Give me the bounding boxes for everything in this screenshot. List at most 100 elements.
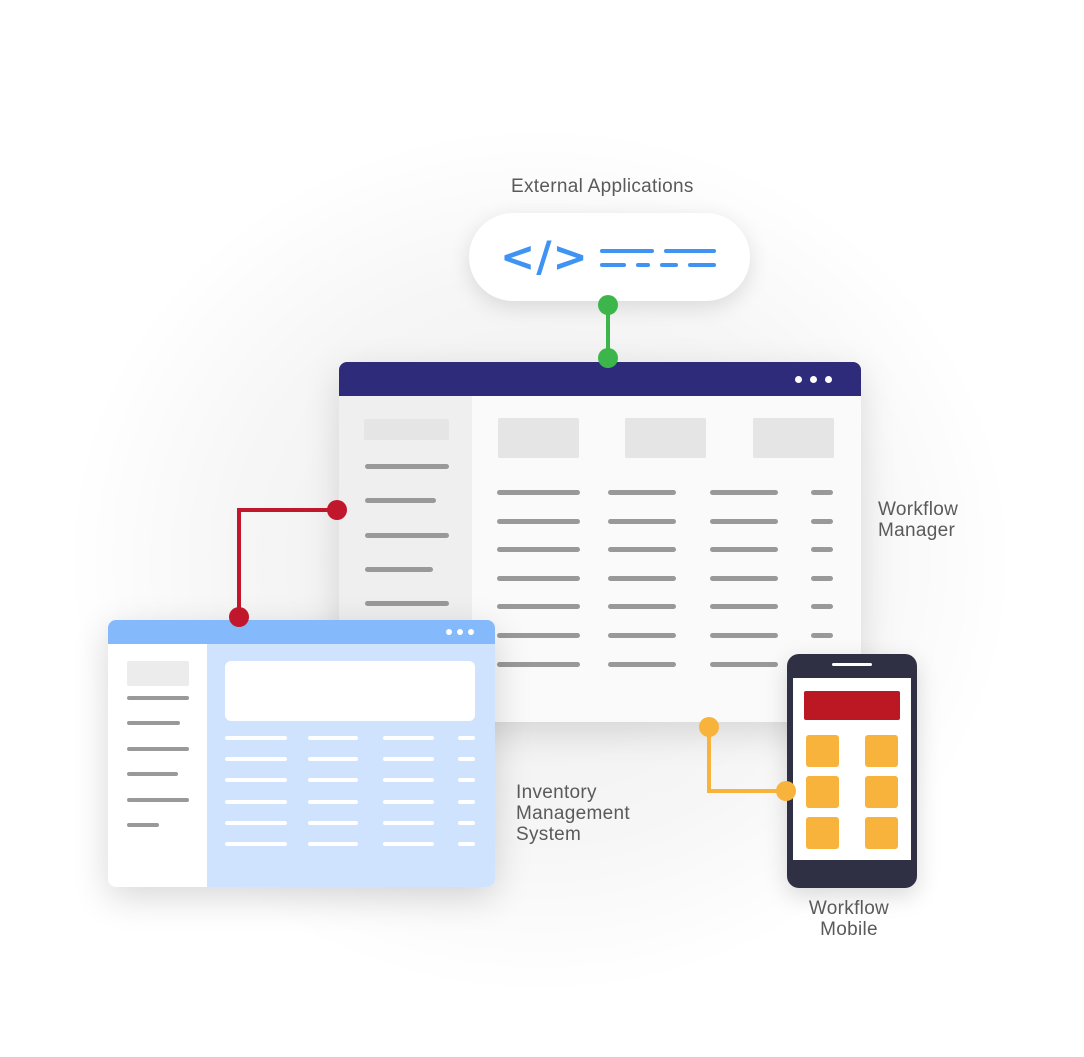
table-row-placeholder [308, 842, 358, 846]
external-applications-card [469, 213, 750, 301]
table-row-placeholder [225, 820, 287, 825]
sidebar-line [127, 721, 180, 725]
sidebar-line [365, 601, 449, 606]
inventory-content [207, 644, 495, 887]
table-row-placeholder [225, 757, 287, 762]
column-header-placeholder [753, 418, 834, 458]
phone-speaker [832, 663, 872, 666]
table-row-placeholder [710, 547, 778, 553]
table-row-placeholder [308, 778, 358, 783]
inventory-label: Inventory Management System [516, 782, 630, 845]
connector-node [229, 607, 249, 627]
workflow-mobile-label: Workflow Mobile [808, 898, 890, 940]
table-row-placeholder [608, 490, 676, 495]
table-row-placeholder [811, 575, 833, 581]
sidebar-line [127, 823, 159, 827]
code-line [664, 249, 716, 253]
inventory-header-card [225, 661, 475, 721]
table-row-placeholder [497, 661, 580, 667]
window-menu-dots-icon [810, 376, 817, 383]
table-row-placeholder [497, 633, 580, 638]
phone-app-tile [865, 817, 898, 849]
table-row-placeholder [383, 778, 434, 783]
window-menu-dots-icon [795, 376, 802, 383]
table-row-placeholder [811, 547, 833, 553]
code-line [660, 263, 678, 267]
external-applications-label: External Applications [511, 176, 694, 197]
window-menu-dots-icon [446, 629, 452, 635]
table-row-placeholder [458, 842, 475, 846]
table-row-placeholder [458, 799, 475, 804]
code-brackets-icon: </> [500, 232, 589, 281]
table-row-placeholder [458, 778, 475, 783]
table-row-placeholder [811, 490, 833, 495]
table-row-placeholder [308, 736, 358, 740]
connector-node [327, 500, 347, 520]
window-menu-dots-icon [825, 376, 832, 383]
table-row-placeholder [225, 842, 287, 846]
table-row-placeholder [383, 799, 434, 804]
table-row-placeholder [225, 799, 287, 804]
table-row-placeholder [710, 518, 778, 524]
table-row-placeholder [497, 490, 580, 495]
sidebar-header-placeholder [364, 419, 449, 440]
table-row-placeholder [811, 518, 833, 524]
connector-manager-to-mobile [699, 717, 796, 801]
table-row-placeholder [608, 604, 676, 610]
workflow-manager-titlebar [339, 362, 861, 396]
connector-node [776, 781, 796, 801]
inventory-titlebar [108, 620, 495, 644]
connector-node [699, 717, 719, 737]
code-line [600, 249, 654, 253]
table-row-placeholder [497, 575, 580, 581]
table-row-placeholder [710, 661, 778, 667]
sidebar-line [127, 747, 189, 751]
table-row-placeholder [497, 604, 580, 610]
table-row-placeholder [383, 842, 434, 846]
column-header-placeholder [625, 418, 706, 458]
sidebar-line [127, 798, 189, 802]
table-row-placeholder [383, 820, 434, 825]
phone-app-tile [865, 776, 898, 808]
table-row-placeholder [497, 547, 580, 553]
table-row-placeholder [710, 633, 778, 638]
table-row-placeholder [458, 757, 475, 762]
table-row-placeholder [608, 633, 676, 638]
phone-app-tile [806, 817, 839, 849]
phone-app-tile [806, 735, 839, 767]
code-line [636, 263, 650, 267]
table-row-placeholder [308, 799, 358, 804]
connector-external-to-manager [598, 295, 618, 368]
table-row-placeholder [811, 633, 833, 638]
table-row-placeholder [383, 736, 434, 740]
phone-app-tile [806, 776, 839, 808]
inventory-window [108, 620, 495, 887]
code-line [600, 263, 626, 267]
workflow-manager-label: Workflow Manager [878, 499, 959, 541]
sidebar-line [365, 498, 436, 503]
sidebar-line [127, 772, 178, 776]
connector-node [598, 348, 618, 368]
sidebar-line [365, 533, 449, 538]
code-line [688, 263, 716, 267]
table-row-placeholder [308, 757, 358, 762]
table-row-placeholder [608, 547, 676, 553]
window-menu-dots-icon [457, 629, 463, 635]
table-row-placeholder [458, 820, 475, 825]
phone-banner [804, 691, 900, 720]
table-row-placeholder [608, 518, 676, 524]
connector-manager-to-inventory [229, 500, 347, 627]
table-row-placeholder [458, 736, 475, 740]
phone-app-tile [865, 735, 898, 767]
table-row-placeholder [811, 604, 833, 610]
sidebar-line [127, 696, 189, 700]
table-row-placeholder [497, 518, 580, 524]
workflow-mobile-phone [787, 654, 917, 888]
sidebar-line [365, 567, 433, 572]
table-row-placeholder [710, 575, 778, 581]
sidebar-header-placeholder [127, 661, 189, 686]
table-row-placeholder [383, 757, 434, 762]
connector-node [598, 295, 618, 315]
window-menu-dots-icon [468, 629, 474, 635]
